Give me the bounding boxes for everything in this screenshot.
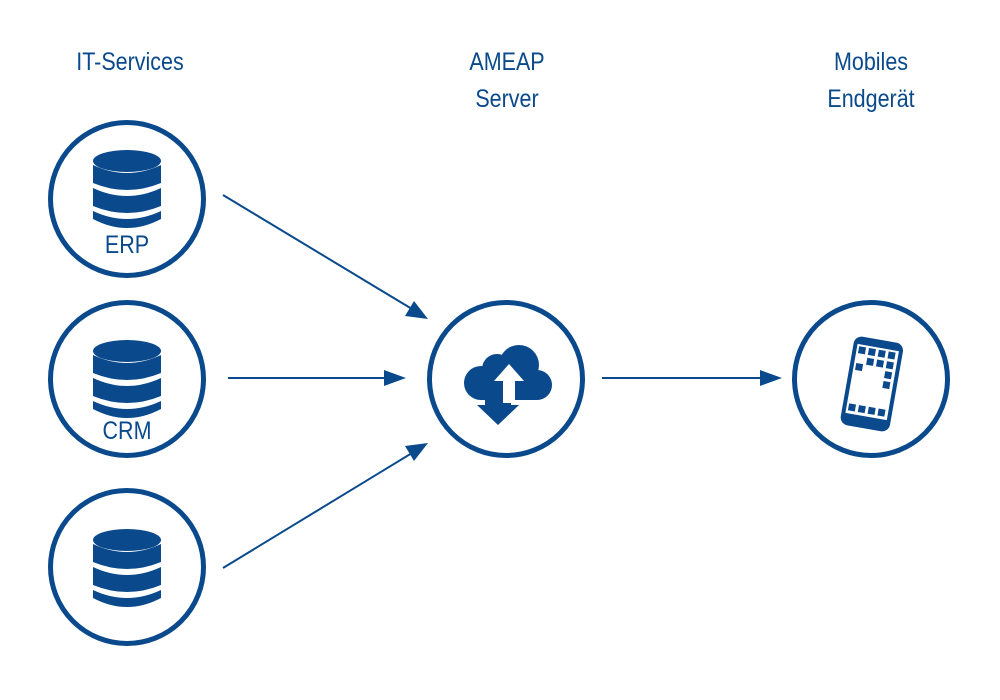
smartphone-icon [840,336,903,432]
arrowhead-db3-to-server [405,443,428,461]
database-icon [93,529,161,607]
edge-db3-to-server [222,452,413,569]
node-server [427,300,585,458]
edge-erp-to-server [222,194,413,310]
database-icon [93,150,161,228]
server-title-line2: Server [475,85,539,113]
database-icon [93,340,161,418]
server-column-title: AMEAP Server [421,44,593,118]
node-mobile [792,300,950,458]
node-erp: ERP [48,120,206,278]
arrowhead-crm-to-server [384,370,406,386]
node-crm: CRM [48,300,206,458]
device-column-title: Mobiles Endgerät [785,44,957,118]
sources-column-title: IT-Services [76,48,184,76]
node-caption-erp: ERP [104,231,150,259]
device-title-line2: Endgerät [827,85,915,113]
device-title-line1: Mobiles [833,48,909,76]
arrowhead-server-to-mobile [760,370,782,386]
node-caption-crm: CRM [102,417,152,445]
cloud-upload-download-icon [464,345,552,425]
arrowhead-erp-to-server [405,301,428,319]
node-db3 [48,488,206,646]
server-title-line1: AMEAP [469,48,545,76]
